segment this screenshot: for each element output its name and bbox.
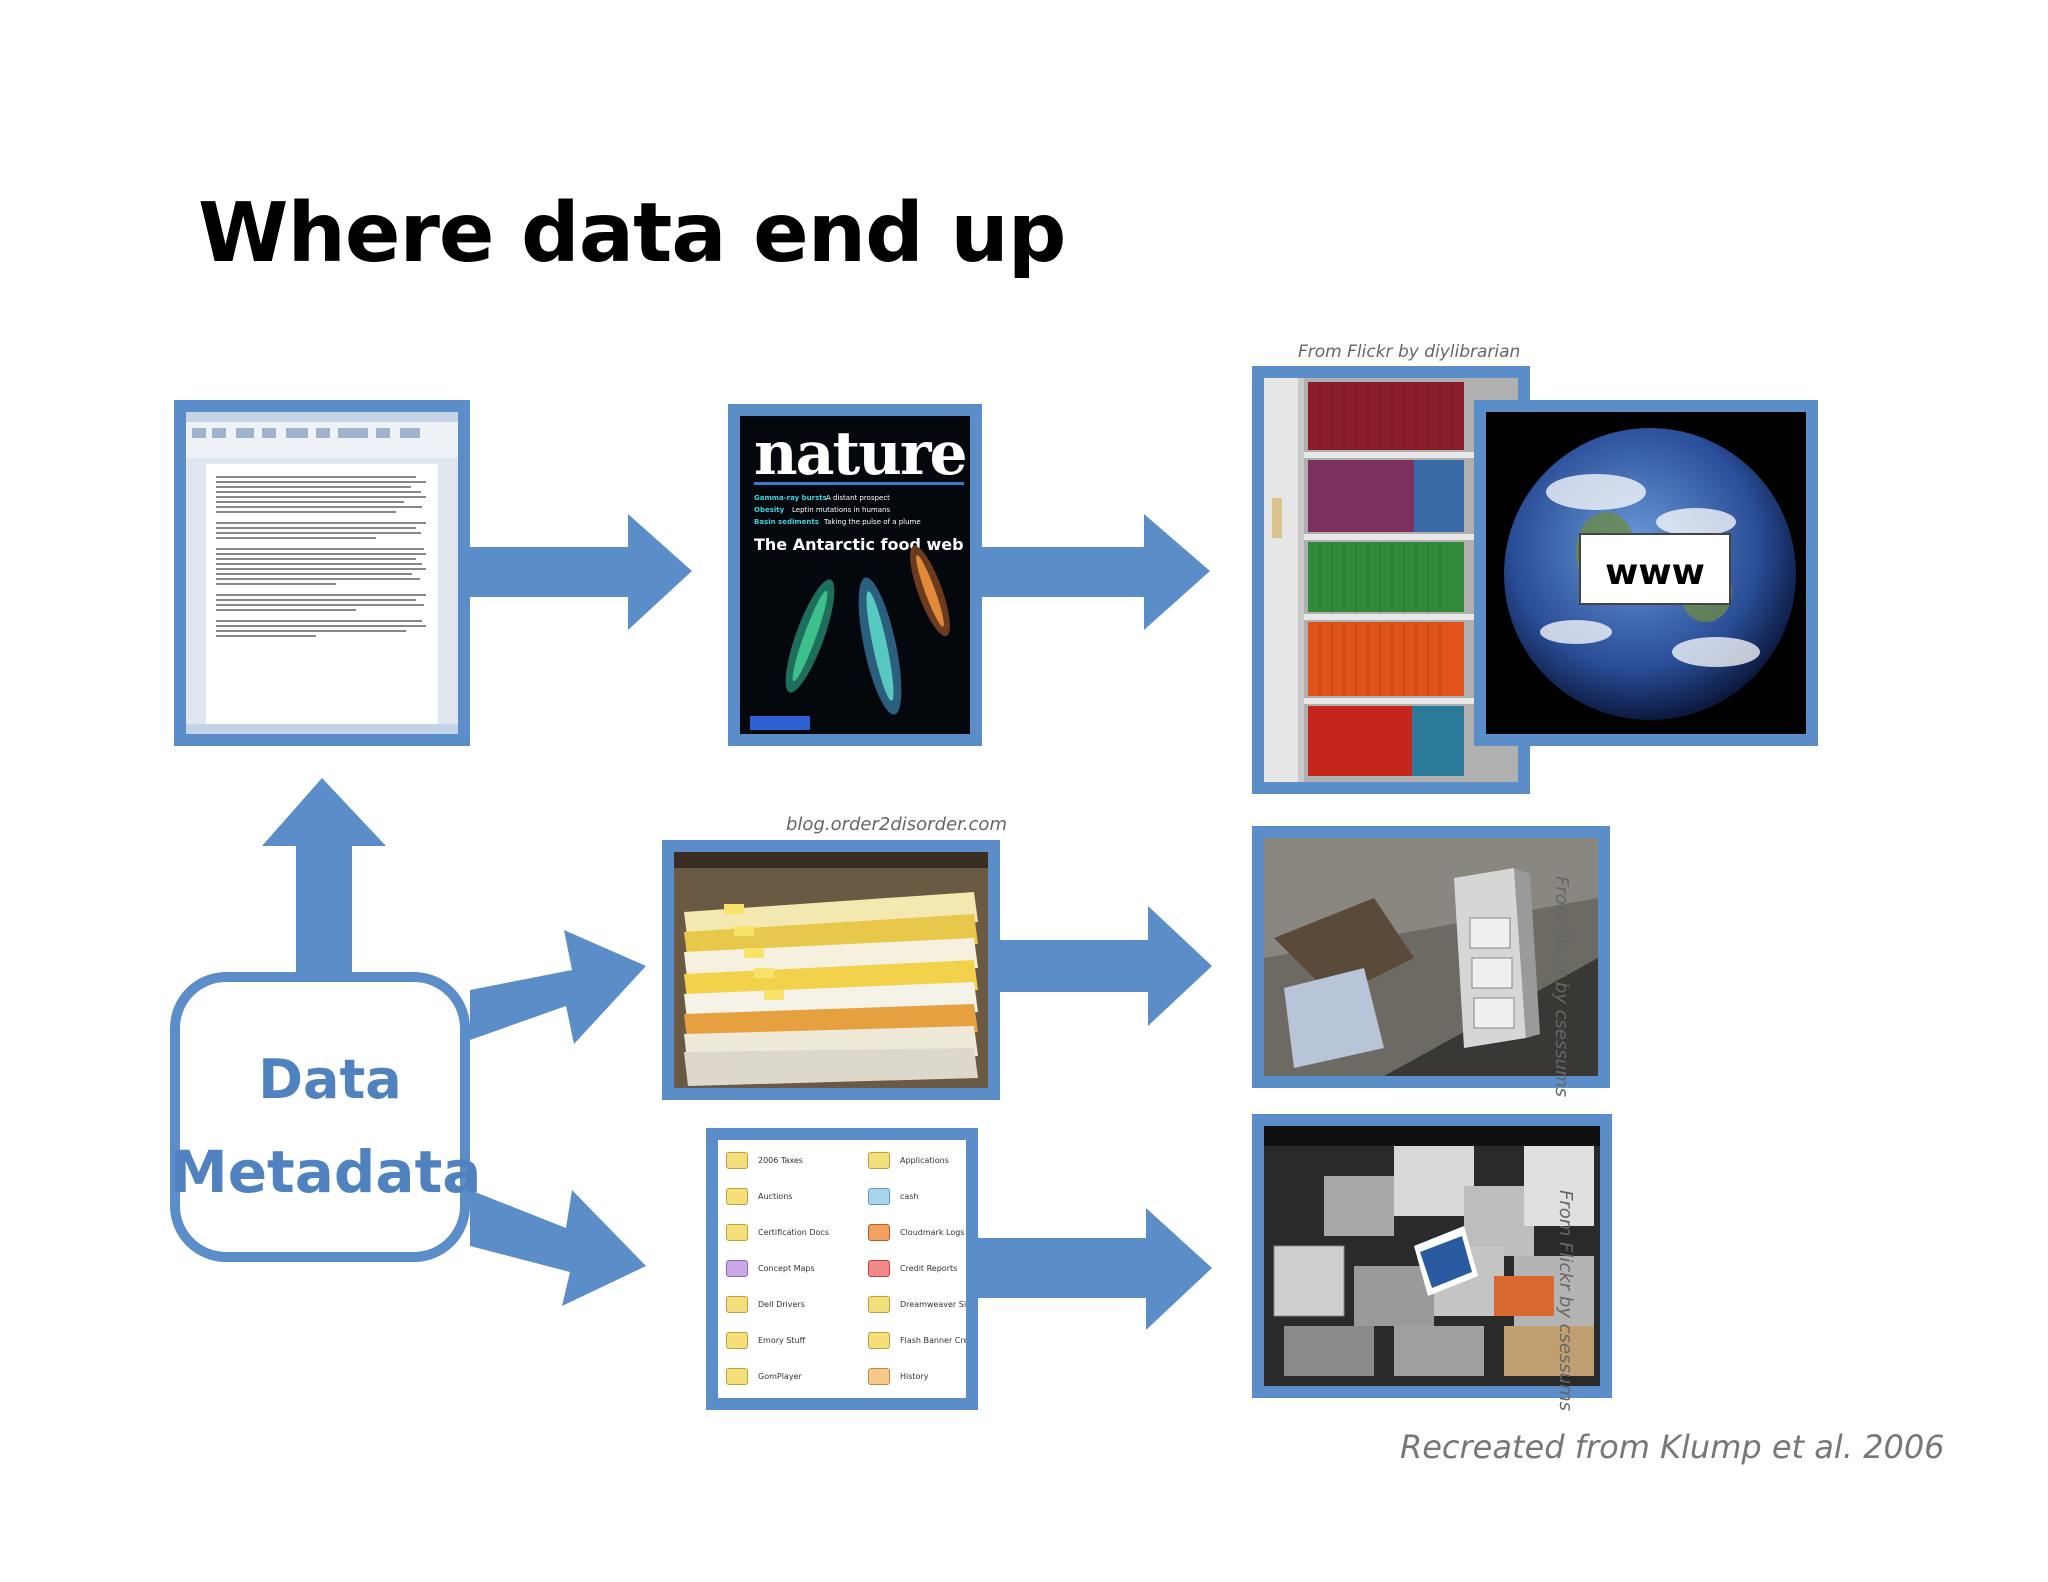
folder-item[interactable]: Cloudmark Logs [868,1224,964,1241]
document-frame [174,400,470,746]
cover-line-1-text: A distant prospect [826,494,890,502]
folder-label: Applications [900,1156,949,1165]
folder-icon [868,1368,890,1385]
data-metadata-box: Data Metadata [170,972,482,1262]
folder-item[interactable]: Emory Stuff [726,1332,805,1349]
folder-icon [868,1260,890,1277]
folder-icon [726,1188,748,1205]
folder-item[interactable]: Auctions [726,1188,792,1205]
cover-line-3-text: Taking the pulse of a plume [823,518,921,526]
folder-icon [868,1152,890,1169]
folders-frame: 2006 Taxes Auctions Certification Docs C… [706,1128,978,1410]
arrow-data-to-filing [470,930,646,1044]
arrow-folders-to-junk [972,1208,1212,1330]
cover-headline: The Antarctic food web [754,535,964,554]
folder-label: Auctions [758,1192,793,1201]
metadata-label: Metadata [170,1138,482,1206]
arrow-document-to-journal [466,514,692,630]
data-label: Data [258,1048,402,1111]
folder-icon [868,1332,890,1349]
word-document-image [186,412,458,734]
folder-label: 2006 Taxes [758,1156,803,1165]
folder-item[interactable]: 2006 Taxes [726,1152,803,1169]
folder-icon [726,1224,748,1241]
arrow-filing-to-discard [1000,906,1212,1026]
folder-item[interactable]: Concept Maps [726,1260,815,1277]
folder-label: Concept Maps [758,1264,815,1273]
folder-icon [868,1188,890,1205]
filing-drawer-image [674,852,988,1088]
nature-cover-image: nature Gamma-ray bursts A distant prospe… [740,416,970,734]
journal-frame: nature Gamma-ray bursts A distant prospe… [728,404,982,746]
discarded-cabinet-caption: From Flickr by csessums [1551,876,1572,1098]
folders-list: 2006 Taxes Auctions Certification Docs C… [718,1140,966,1398]
junk-pile-caption: From Flickr by csessums [1555,1190,1576,1412]
folder-icon [868,1224,890,1241]
folder-item[interactable]: Certification Docs [726,1224,829,1241]
slide-title: Where data end up [198,186,1066,281]
cover-line-2-text: Leptin mutations in humans [792,506,890,514]
cover-line-1-key: Gamma-ray bursts [754,494,827,502]
folder-label: Dreamweaver Sites [900,1300,978,1309]
globe-frame: www [1474,400,1818,746]
folder-icon [868,1296,890,1313]
folder-item[interactable]: Applications [868,1152,949,1169]
cover-line-3-key: Basin sediments [754,518,819,526]
folder-label: Certification Docs [758,1228,829,1237]
folder-label: Credit Reports [900,1264,958,1273]
folder-item[interactable]: Dell Drivers [726,1296,805,1313]
cover-line-2-key: Obesity [754,506,785,514]
folder-item[interactable]: GomPlayer [726,1368,802,1385]
folder-label: Dell Drivers [758,1300,805,1309]
folder-label: Flash Banner Creator [900,1336,978,1345]
folder-label: Cloudmark Logs [900,1228,965,1237]
discarded-cabinet-frame [1252,826,1610,1088]
folder-icon [726,1260,748,1277]
folder-item[interactable]: Dreamweaver Sites [868,1296,978,1313]
folder-item[interactable]: History [868,1368,928,1385]
folder-icon [726,1296,748,1313]
folder-label: GomPlayer [758,1372,802,1381]
junk-pile-frame [1252,1114,1612,1398]
arrow-data-to-folders [470,1190,646,1306]
folder-item[interactable]: Flash Banner Creator [868,1332,978,1349]
shelf-caption: From Flickr by diylibrarian [1298,342,1521,362]
filing-caption: blog.order2disorder.com [786,814,1007,835]
folder-icon [726,1368,748,1385]
folder-item[interactable]: Credit Reports [868,1260,957,1277]
discarded-cabinet-image [1264,838,1598,1076]
arrow-data-to-document [262,778,386,972]
source-credit: Recreated from Klump et al. 2006 [1400,1428,1945,1466]
earth-globe-image: www [1486,412,1806,734]
nature-masthead: nature [754,419,966,489]
folder-icon [726,1332,748,1349]
filing-frame [662,840,1000,1100]
arrow-journal-to-archive [980,514,1210,630]
discarded-computers-image [1264,1126,1600,1386]
folder-item[interactable]: cash [868,1188,919,1205]
folder-label: Emory Stuff [758,1336,806,1345]
www-label: www [1605,552,1705,593]
folder-label: History [900,1372,929,1381]
folder-label: cash [900,1192,919,1201]
folder-icon [726,1152,748,1169]
